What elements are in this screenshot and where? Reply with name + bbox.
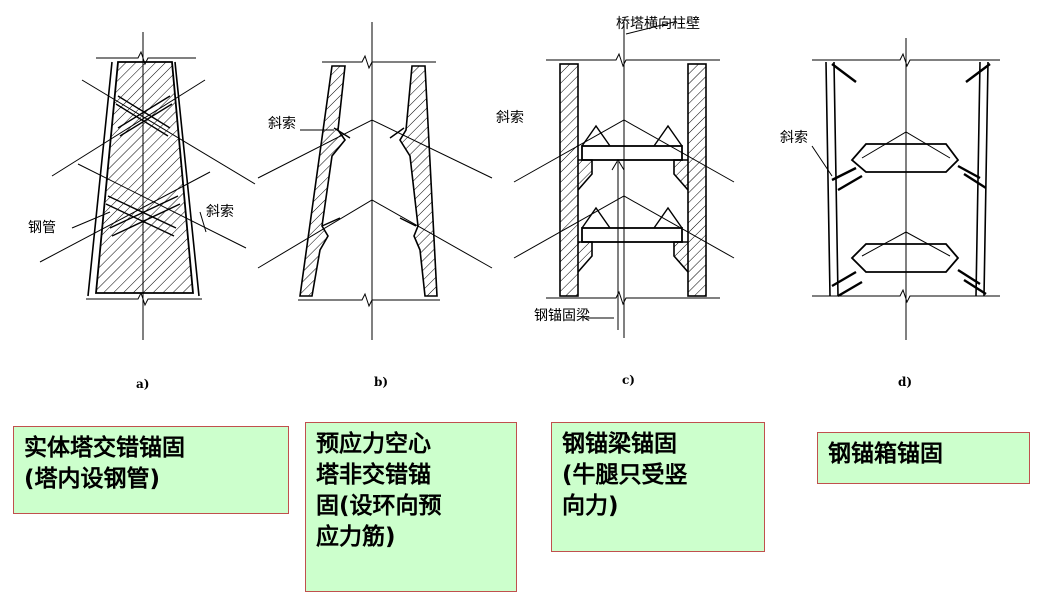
label-beam-c: 钢锚固梁 — [534, 308, 590, 324]
label-wall-c: 桥塔横向柱壁 — [616, 16, 700, 32]
note-anchor-box: 钢锚箱锚固 — [817, 432, 1030, 484]
panel-d-drawing — [811, 38, 1000, 340]
label-cable-d: 斜索 — [780, 129, 808, 146]
label-cable-a: 斜索 — [206, 203, 234, 220]
note-c-line-2: (牛腿只受竖 — [562, 462, 688, 488]
caption-a: a) — [136, 377, 149, 391]
label-cable-c: 斜索 — [496, 109, 524, 126]
note-a-line-1: 实体塔交错锚固 — [24, 435, 185, 461]
label-cable-b: 斜索 — [268, 115, 296, 132]
note-b-line-1: 预应力空心 — [316, 431, 431, 457]
note-hollow-tower: 预应力空心 塔非交错锚 固(设环向预 应力筋) — [305, 422, 517, 592]
note-b-line-4: 应力筋) — [316, 524, 396, 550]
note-c-line-3: 向力) — [562, 493, 619, 519]
panel-b-drawing — [257, 22, 493, 340]
note-d-line-1: 钢锚箱锚固 — [828, 441, 943, 467]
panel-c-drawing — [513, 21, 735, 338]
note-b-line-3: 固(设环向预 — [316, 493, 442, 519]
caption-d: d) — [898, 375, 912, 389]
note-anchor-beam: 钢锚梁锚固 (牛腿只受竖 向力) — [551, 422, 765, 552]
caption-c: c) — [622, 373, 635, 387]
label-pipe-a: 钢管 — [28, 220, 56, 236]
note-a-line-2: (塔内设钢管) — [24, 466, 161, 492]
caption-b: b) — [374, 375, 388, 389]
panel-a-drawing — [39, 32, 256, 340]
note-b-line-2: 塔非交错锚 — [316, 462, 431, 488]
note-c-line-1: 钢锚梁锚固 — [562, 431, 677, 457]
note-solid-tower: 实体塔交错锚固 (塔内设钢管) — [13, 426, 289, 514]
